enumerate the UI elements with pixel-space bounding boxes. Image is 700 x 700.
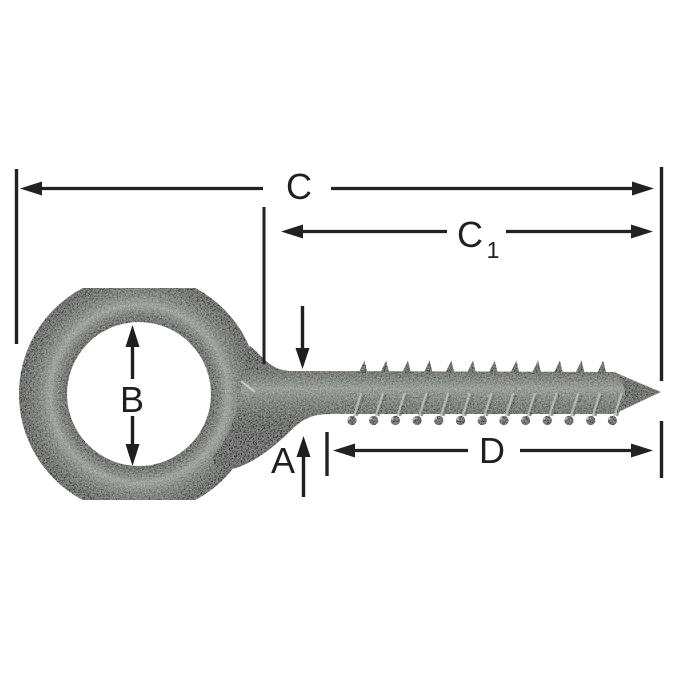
thread-crest: [423, 360, 433, 373]
thread-crest: [380, 360, 390, 373]
thread-flank-shadow: [398, 394, 409, 417]
arrowhead-right-icon: [631, 443, 653, 458]
arrowhead-left-icon: [20, 181, 42, 196]
dimension-b: [125, 325, 140, 466]
arrowhead-right-icon: [632, 181, 654, 196]
thread-flank-shadow: [355, 394, 366, 417]
thread-flank-shadow: [420, 394, 431, 417]
thread-crests: [358, 360, 607, 373]
thread-root-glint: [412, 417, 416, 420]
thread-root-glint: [477, 417, 481, 420]
thread-flank-highlight: [374, 392, 384, 419]
thread-flank-highlight: [395, 392, 406, 419]
thread-root-glint: [499, 417, 503, 420]
thread-flank-shadow: [377, 394, 387, 417]
thread-crest: [532, 360, 542, 373]
thread-crest: [445, 360, 455, 373]
dimension-label-c: C: [286, 166, 312, 207]
thread-flank-highlight: [591, 392, 601, 419]
thread-flank-highlight: [525, 392, 536, 419]
thread-crest: [575, 360, 585, 373]
thread-root-glint: [586, 417, 590, 420]
arrowhead-left-icon: [281, 224, 303, 239]
thread-flank-shadow: [615, 394, 626, 417]
thread-flank-highlight: [547, 392, 558, 419]
dimension-c1: [262, 167, 664, 478]
thread-root-glint: [434, 417, 438, 420]
thread-flank-highlight: [460, 392, 471, 419]
screw-eye-body: [19, 274, 662, 514]
wire-seam-highlight: [240, 380, 256, 393]
thread-crest: [510, 360, 520, 373]
dimension-c: [14, 169, 654, 344]
thread-flank-shadow: [463, 394, 474, 417]
eye-ring: [19, 274, 259, 514]
arrowhead-left-icon: [333, 443, 355, 458]
thread-root-glint: [521, 417, 524, 420]
dimension-label-c1: C: [457, 214, 483, 255]
thread-root-glint: [456, 417, 459, 420]
thread-flank-shadow: [594, 394, 604, 417]
thread-crest: [553, 360, 563, 373]
dimension-label-c1-subscript: 1: [487, 237, 500, 263]
thread-flank-highlight: [569, 392, 580, 419]
thread-flank-highlight: [504, 392, 515, 419]
thread-flank-shadow: [507, 394, 518, 417]
thread-root-glint: [542, 417, 546, 420]
arrowhead-up-icon: [296, 436, 311, 457]
screw-point: [616, 375, 661, 411]
dimension-label-a: A: [271, 440, 295, 481]
thread-crest: [358, 360, 368, 373]
thread-flank-shadow: [572, 394, 583, 417]
thread-flank-highlight: [612, 392, 623, 419]
thread-flank-shadow: [528, 394, 539, 417]
thread-flank-highlight: [482, 392, 493, 419]
arrowhead-right-icon: [631, 224, 653, 239]
thread-crest: [401, 360, 411, 373]
screw-shank: [212, 346, 662, 470]
thread-roots: [347, 392, 626, 426]
thread-crest: [597, 360, 607, 373]
thread-root-glint: [369, 417, 373, 420]
thread-flank-highlight: [352, 392, 363, 419]
thread-flank-shadow: [485, 394, 496, 417]
thread-root-glint: [564, 417, 568, 420]
arrowhead-down-icon: [125, 444, 140, 466]
thread-root-glint: [347, 417, 351, 420]
arrowhead-up-icon: [125, 325, 140, 347]
thread-flank-shadow: [442, 394, 452, 417]
thread-root-glint: [608, 417, 611, 420]
dimension-a: [295, 306, 311, 497]
dimension-label-b: B: [120, 379, 144, 420]
thread-crest: [467, 360, 476, 373]
thread-flank-shadow: [550, 394, 561, 417]
arrowhead-down-icon: [295, 348, 310, 369]
thread-crest: [488, 360, 498, 373]
thread-root-glint: [391, 417, 394, 420]
thread-flank-highlight: [417, 392, 428, 419]
dimension-label-d: D: [479, 430, 505, 471]
thread-flank-highlight: [439, 392, 449, 419]
dimension-d: [325, 432, 653, 476]
